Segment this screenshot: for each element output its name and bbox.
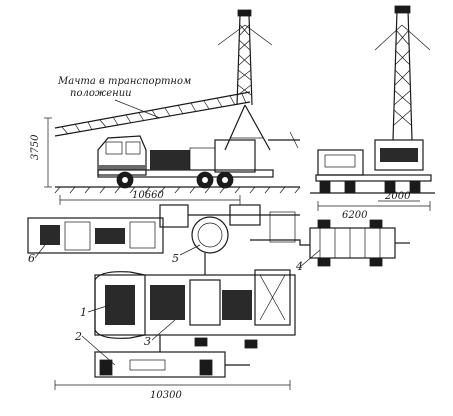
rear-track-label: 2000 <box>384 191 411 202</box>
plan-view <box>27 204 410 390</box>
callout-2: 2 <box>74 330 82 343</box>
mast-working-position <box>217 9 273 151</box>
callout-5: 5 <box>172 252 179 265</box>
rear-view <box>310 5 435 211</box>
plan-length-label: 10300 <box>150 390 182 401</box>
height-dimension-label: 3750 <box>30 134 41 160</box>
callout-6: 6 <box>28 252 35 265</box>
side-view <box>44 9 301 205</box>
height-dimension <box>44 117 52 188</box>
transport-note-line2: положении <box>70 88 132 99</box>
truck-cab <box>97 135 147 176</box>
side-wheels <box>116 171 234 189</box>
callout-1: 1 <box>80 306 87 319</box>
callout-3: 3 <box>144 335 151 348</box>
transport-note-line1: Мачта в транспортном <box>57 76 191 87</box>
mast-transport-position <box>54 91 251 137</box>
callout-4: 4 <box>295 260 303 273</box>
side-length-label: 10660 <box>132 190 164 201</box>
rear-width-label: 6200 <box>342 210 368 221</box>
side-length-dimension <box>59 195 241 205</box>
